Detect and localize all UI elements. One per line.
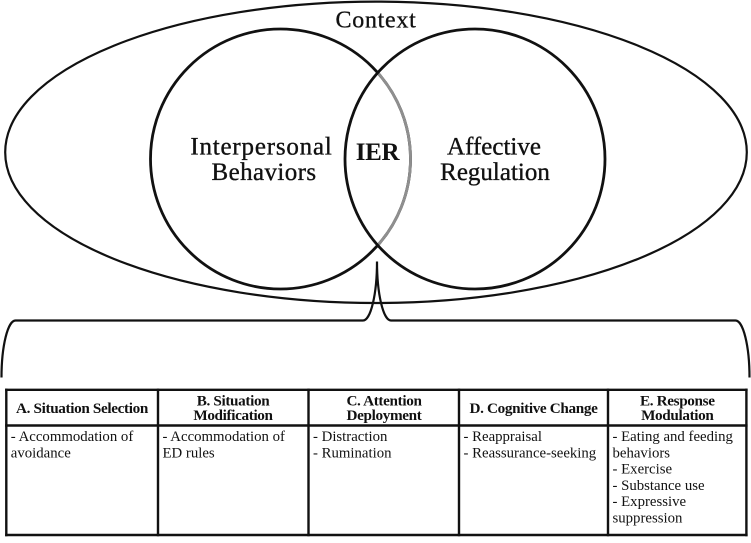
svg-text:Interpersonal: Interpersonal (190, 134, 332, 161)
svg-text:Regulation: Regulation (440, 159, 550, 186)
svg-text:Modulation: Modulation (641, 407, 714, 424)
svg-text:Affective: Affective (447, 134, 541, 161)
svg-text:Modification: Modification (193, 407, 273, 424)
svg-text:- Accommodation of: - Accommodation of (11, 429, 134, 445)
svg-text:suppression: suppression (613, 511, 683, 527)
svg-text:- Substance use: - Substance use (613, 478, 705, 494)
svg-text:- Exercise: - Exercise (613, 462, 673, 478)
svg-text:- Reappraisal: - Reappraisal (464, 429, 542, 445)
svg-text:avoidance: avoidance (11, 445, 71, 461)
svg-text:- Expressive: - Expressive (613, 494, 687, 510)
svg-text:ED rules: ED rules (163, 445, 215, 461)
svg-text:- Accommodation of: - Accommodation of (163, 429, 286, 445)
svg-text:- Distraction: - Distraction (313, 429, 388, 445)
svg-text:IER: IER (356, 139, 401, 166)
svg-text:Context: Context (336, 8, 417, 34)
svg-text:B. Situation: B. Situation (197, 392, 271, 409)
svg-text:D. Cognitive Change: D. Cognitive Change (470, 400, 599, 417)
svg-text:- Rumination: - Rumination (313, 445, 392, 461)
svg-text:C. Attention: C. Attention (346, 392, 422, 409)
svg-text:- Eating and feeding: - Eating and feeding (613, 429, 734, 445)
svg-text:Deployment: Deployment (347, 407, 422, 424)
svg-text:- Reassurance-seeking: - Reassurance-seeking (464, 445, 597, 461)
svg-text:behaviors: behaviors (613, 445, 671, 461)
svg-text:A. Situation Selection: A. Situation Selection (16, 400, 149, 417)
svg-text:Behaviors: Behaviors (212, 159, 317, 186)
svg-text:E. Response: E. Response (640, 392, 715, 409)
